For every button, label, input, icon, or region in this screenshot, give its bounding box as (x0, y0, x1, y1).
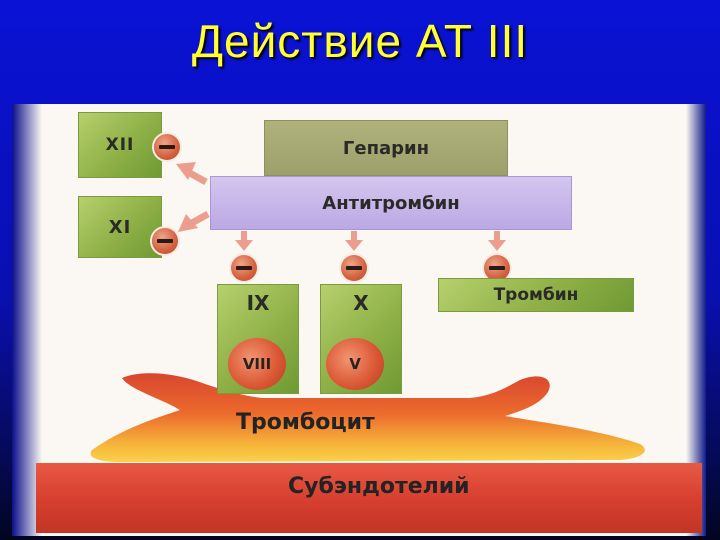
thrombin-label: Тромбин (493, 285, 579, 305)
panel-edge-right (686, 104, 706, 536)
minus-icon (484, 255, 510, 281)
arrow-icon (345, 231, 363, 251)
factor-v-circle: V (326, 338, 384, 390)
factor-xi-label: XI (108, 216, 132, 238)
factor-ix-label: IX (246, 291, 270, 315)
factor-viii-label: VIII (242, 355, 272, 373)
platelet-label: Тромбоцит (236, 410, 375, 435)
platelet-shape (90, 373, 645, 462)
factor-xii-box: XII (78, 112, 162, 178)
factor-xii-label: XII (105, 135, 135, 155)
factor-v-label: V (349, 355, 361, 373)
antithrombin-box: Антитромбин (210, 176, 572, 230)
factor-x-label: X (353, 291, 369, 315)
heparin-label: Гепарин (342, 137, 430, 159)
arrow-icon (178, 210, 210, 232)
arrow-icon (176, 162, 208, 186)
factor-xi-box: XI (78, 196, 162, 258)
minus-icon (341, 255, 367, 281)
minus-icon (152, 228, 178, 254)
slide-title: Действие АТ III (191, 15, 529, 67)
subendothelium-layer (36, 463, 702, 533)
arrow-icon (235, 231, 253, 251)
thrombin-box: Тромбин (438, 278, 634, 312)
arrow-icon (488, 231, 506, 251)
minus-icon (154, 134, 180, 160)
minus-icon (231, 255, 257, 281)
factor-viii-circle: VIII (228, 338, 286, 390)
heparin-box: Гепарин (264, 120, 508, 176)
subendothelium-label: Субэндотелий (288, 474, 470, 499)
antithrombin-label: Антитромбин (322, 192, 460, 214)
